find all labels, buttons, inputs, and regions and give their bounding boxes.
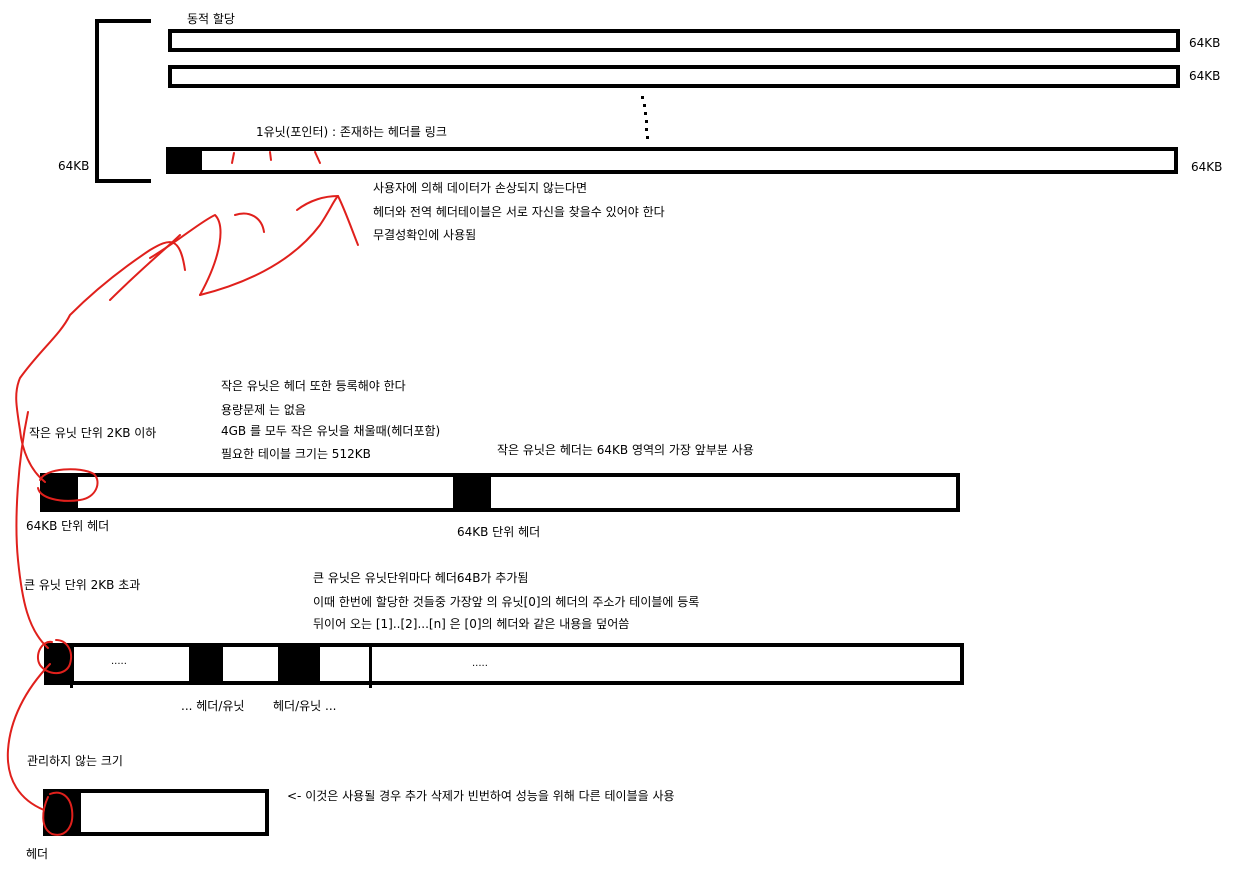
integrity-note-3: 무결성확인에 사용됨 [373, 228, 477, 242]
dynamic-allocation-title: 동적 할당 [187, 12, 235, 26]
memory-bar-3-size: 64KB [1191, 160, 1223, 174]
red-finger-2 [199, 195, 339, 296]
large-unit-label: 큰 유닛 단위 2KB 초과 [24, 578, 141, 592]
memory-bar-2-size: 64KB [1189, 69, 1221, 83]
red-arrow-head [296, 195, 359, 246]
small-unit-bar [40, 473, 960, 512]
small-unit-note-4: 필요한 테이블 크기는 512KB [221, 447, 371, 461]
red-link-to-header [15, 241, 186, 483]
small-unit-header-label-mid: 64KB 단위 헤더 [457, 525, 541, 539]
vertical-ellipsis [641, 96, 649, 139]
red-finger-3 [234, 212, 265, 233]
memory-bar-1 [168, 29, 1180, 52]
large-unit-dots-2: ..... [472, 658, 488, 669]
bracket-top-tick [95, 19, 151, 23]
small-unit-label: 작은 유닛 단위 2KB 이하 [29, 426, 157, 440]
integrity-note-1: 사용자에 의해 데이터가 손상되지 않는다면 [373, 181, 587, 195]
large-unit-below-label-2: 헤더/유닛 ... [273, 699, 337, 713]
memory-bar-3-header-block [166, 147, 202, 174]
large-unit-note-3: 뒤이어 오는 [1]..[2]...[n] 은 [0]의 헤더와 같은 내용을 … [313, 617, 630, 631]
memory-bar-3 [166, 147, 1178, 174]
bracket-bottom-tick [95, 179, 151, 183]
small-unit-note-3: 4GB 를 모두 작은 유닛을 채울때(헤더포함) [221, 424, 441, 438]
small-unit-side-note: 작은 유닛은 헤더는 64KB 영역의 가장 앞부분 사용 [497, 443, 754, 457]
bracket-size-label: 64KB [58, 159, 90, 173]
small-unit-note-1: 작은 유닛은 헤더 또한 등록해야 한다 [221, 379, 406, 393]
large-unit-bar [44, 643, 964, 685]
large-unit-divider-1 [70, 643, 73, 688]
integrity-note-2: 헤더와 전역 헤더테이블은 서로 자신을 찾을수 있어야 한다 [373, 205, 665, 219]
large-unit-note-2: 이때 한번에 할당한 것들중 가장앞 의 유닛[0]의 헤더의 주소가 테이블에… [313, 595, 700, 609]
unmanaged-header-block [43, 789, 81, 836]
unit-pointer-note: 1유닛(포인터) : 존재하는 헤더를 링크 [256, 125, 447, 139]
red-link-to-header-2 [109, 234, 181, 301]
unmanaged-label: 관리하지 않는 크기 [27, 754, 123, 768]
large-unit-header-block-3 [278, 643, 320, 685]
large-unit-dots-1: ..... [111, 656, 127, 667]
small-unit-header-block-mid [453, 473, 491, 512]
large-unit-note-1: 큰 유닛은 유닛단위마다 헤더64B가 추가됨 [313, 571, 529, 585]
red-finger-1 [149, 214, 222, 296]
unmanaged-note: <- 이것은 사용될 경우 추가 삭제가 빈번하여 성능을 위해 다른 테이블을… [287, 789, 675, 803]
unmanaged-header-label: 헤더 [26, 847, 49, 861]
large-unit-divider-2 [369, 643, 372, 688]
small-unit-header-label-left: 64KB 단위 헤더 [26, 519, 110, 533]
small-unit-note-2: 용량문제 는 없음 [221, 403, 306, 417]
memory-bar-2 [168, 65, 1180, 88]
memory-bar-1-size: 64KB [1189, 36, 1221, 50]
large-unit-below-label-1: ... 헤더/유닛 [181, 699, 245, 713]
small-unit-header-block-left [40, 473, 78, 512]
large-unit-header-block-2 [189, 643, 223, 685]
bracket-vertical [95, 19, 99, 183]
